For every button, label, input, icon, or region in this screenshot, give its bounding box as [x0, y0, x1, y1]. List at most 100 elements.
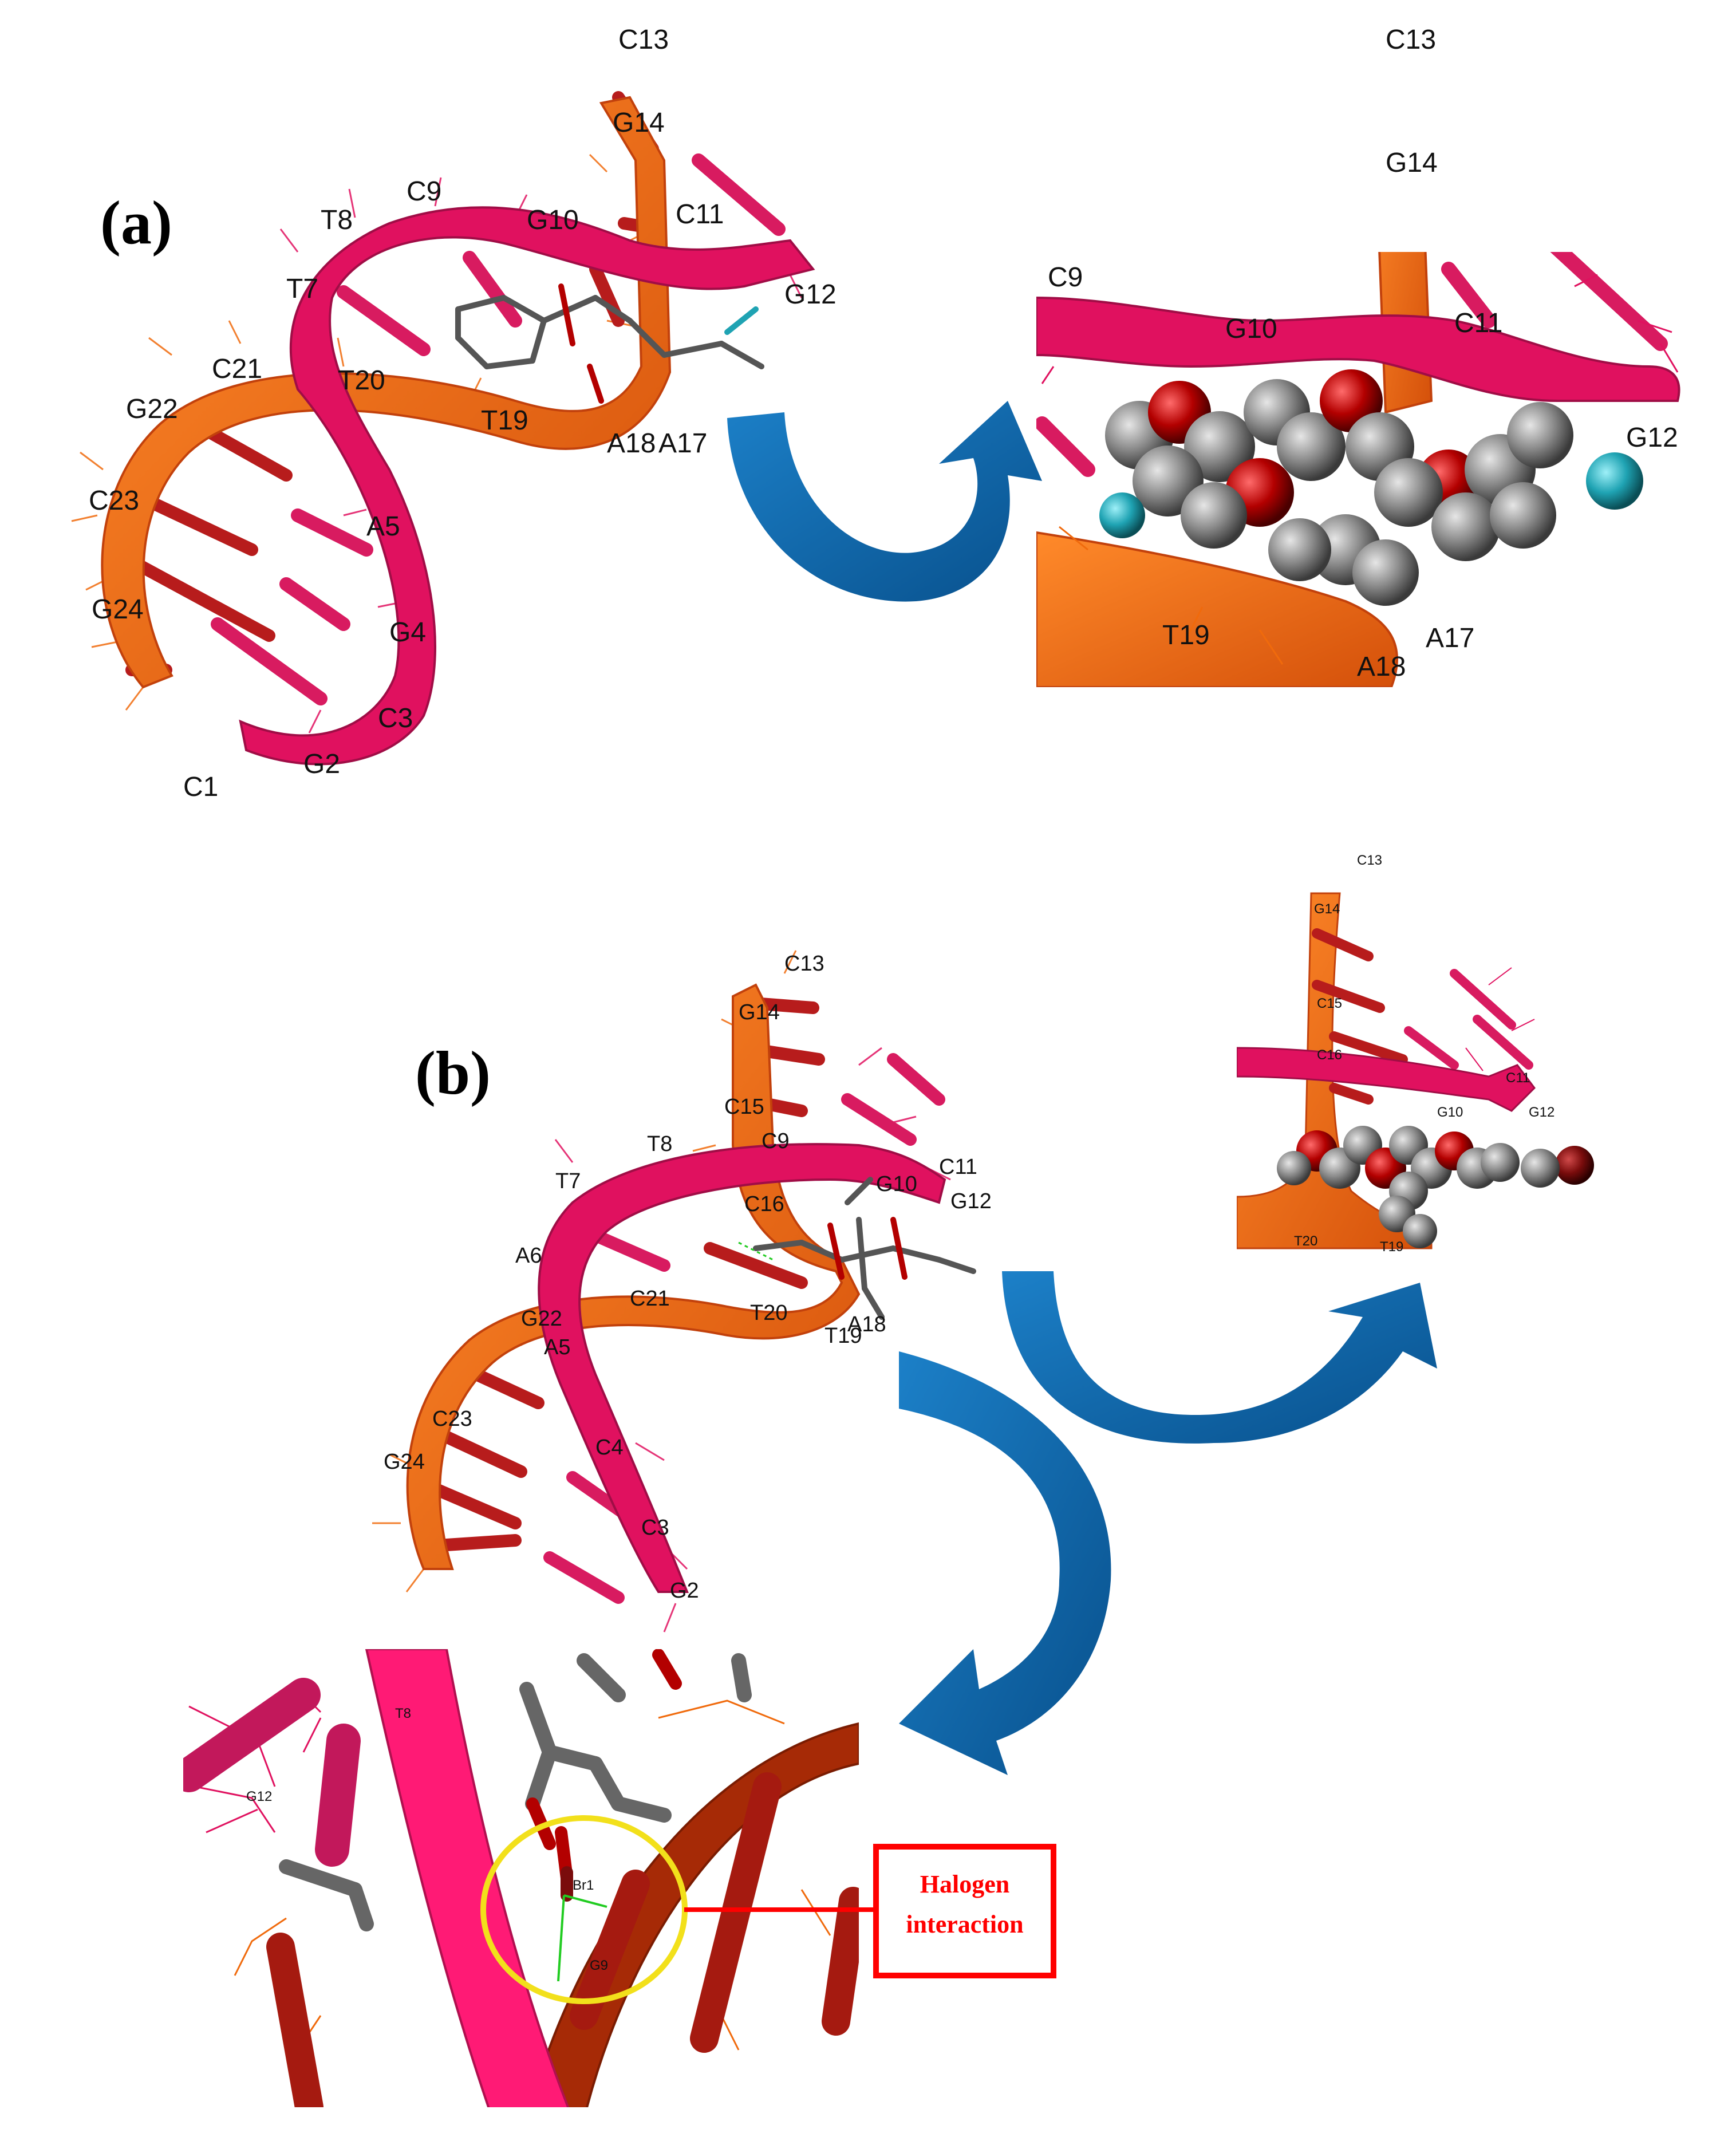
- zoom-c-orange-wires: [234, 1700, 831, 2051]
- panel-a-letter: (a): [100, 189, 172, 257]
- zoom-b-c16: C16: [1317, 1047, 1342, 1063]
- label-a-c21: C21: [212, 354, 262, 384]
- zoom-b-g10: G10: [1437, 1105, 1463, 1120]
- halogen-callout-line1: Halogen: [920, 1870, 1009, 1898]
- label-b-c3: C3: [641, 1516, 669, 1540]
- label-a-c23: C23: [89, 486, 139, 516]
- label-a-c3: C3: [378, 703, 413, 734]
- label-b-t19: T19: [824, 1324, 862, 1348]
- zoom-a-g14: G14: [1386, 148, 1438, 178]
- zoom-c-pink-strand: [365, 1649, 570, 2107]
- panel-a-dna-model: [71, 91, 815, 766]
- zoom-a-g10: G10: [1225, 314, 1277, 344]
- label-a-a18: A18: [607, 428, 656, 459]
- zoom-b-pink-strand: [1237, 1047, 1536, 1112]
- zoom-c-g12: G12: [246, 1789, 272, 1804]
- label-b-g22: G22: [521, 1307, 562, 1331]
- zoom-b-c15: C15: [1317, 996, 1342, 1011]
- label-a-a17: A17: [658, 428, 707, 459]
- label-a-a5: A5: [366, 511, 400, 542]
- zoom-c-ligand: [279, 1649, 752, 1982]
- label-b-t7: T7: [555, 1169, 581, 1193]
- panel-b-residue-labels: C13 G14 C15 T8 C9 C11 G10 G12 T7 C16 A6 …: [384, 952, 992, 1603]
- zoom-b-t20: T20: [1294, 1233, 1317, 1249]
- zoom-a-c9: C9: [1048, 262, 1083, 293]
- zoom-a-t19: T19: [1162, 620, 1210, 650]
- label-b-a18: A18: [847, 1312, 886, 1336]
- label-b-c11: C11: [939, 1155, 977, 1179]
- label-a-g14: G14: [613, 108, 665, 138]
- zoom-c-red-bases: [266, 1772, 859, 2107]
- zoom-a-g12: G12: [1626, 423, 1678, 453]
- zoom-a-c11: C11: [1454, 308, 1503, 338]
- zoom-c-interaction-lines: [557, 1894, 607, 1982]
- zoom-b-g14: G14: [1314, 901, 1340, 917]
- label-b-c15: C15: [724, 1095, 764, 1119]
- label-b-a5: A5: [544, 1335, 570, 1359]
- zoom-a-pink-wires: [1041, 274, 1679, 384]
- label-b-c16: C16: [744, 1192, 784, 1216]
- label-a-t19: T19: [481, 405, 528, 436]
- panel-b-halogen-zoom: [183, 1649, 859, 2107]
- panel-b-blue-arrow-down: [899, 1351, 1111, 1775]
- zoom-b-ligand-spheres: [1277, 1126, 1594, 1248]
- label-a-c9: C9: [407, 176, 441, 207]
- panel-a-residue-labels: C13 G14 C9 T8 G10 C11 G12 T7 C21 T20 G22…: [89, 25, 837, 802]
- label-a-g2: G2: [303, 749, 340, 779]
- label-a-t7: T7: [286, 274, 318, 304]
- label-b-g14: G14: [739, 1000, 780, 1024]
- panel-b-zoom-right: [1237, 892, 1594, 1249]
- zoom-b-c11: C11: [1506, 1070, 1530, 1086]
- label-b-g12: G12: [950, 1189, 992, 1213]
- zoom-b-bases: [1312, 928, 1408, 1105]
- label-b-c9: C9: [762, 1129, 790, 1153]
- zoom-a-a17: A17: [1426, 623, 1474, 653]
- zoom-a-orange-strand: [1036, 531, 1398, 687]
- panel-b-pink-wires: [554, 1047, 951, 1633]
- panel-b-zoom-labels: C13 G14 C15 C16 C11 G10 G12 T20 T19: [1294, 853, 1554, 1255]
- panel-b-orange-strand: [406, 983, 861, 1570]
- label-a-g22: G22: [126, 394, 178, 424]
- panel-a-pink-strand: [239, 206, 815, 766]
- panel-b-blue-arrow-right: [1002, 1271, 1437, 1444]
- panel-b-letter: (b): [415, 1039, 491, 1107]
- panel-a-zoom-labels: C13 G14 C9 G10 C11 G12 T19 A17 A18: [1048, 25, 1678, 682]
- label-a-g24: G24: [92, 594, 144, 625]
- zoom-c-orange-strand: [528, 1722, 859, 2107]
- zoom-a-a18: A18: [1357, 652, 1406, 682]
- label-a-t20: T20: [338, 365, 385, 396]
- zoom-c-g9: G9: [590, 1958, 608, 1973]
- label-a-g10: G10: [527, 205, 579, 235]
- halogen-callout-box: [873, 1844, 1056, 1978]
- label-a-c1: C1: [183, 772, 218, 802]
- zoom-a-pink-bases: [1036, 252, 1668, 477]
- label-b-t8: T8: [647, 1132, 672, 1156]
- panel-a-blue-arrow: [727, 401, 1042, 602]
- label-b-c4: C4: [595, 1436, 624, 1460]
- panel-b-dna-model: [372, 950, 976, 1633]
- label-b-a6: A6: [515, 1244, 542, 1268]
- zoom-b-g12: G12: [1529, 1105, 1554, 1120]
- label-a-g4: G4: [389, 617, 426, 648]
- zoom-c-t8: T8: [395, 1706, 411, 1721]
- zoom-a-orange-wires: [1059, 526, 1284, 665]
- halogen-callout-line2: interaction: [906, 1910, 1023, 1938]
- zoom-b-pink-bases: [1404, 969, 1533, 1070]
- zoom-b-c13: C13: [1357, 853, 1382, 868]
- panel-a-pink-bases: [211, 153, 786, 705]
- label-a-g12: G12: [784, 279, 837, 310]
- label-b-c13: C13: [784, 952, 824, 976]
- zoom-c-pink-bases: [183, 1678, 361, 1867]
- zoom-c-br1: Br1: [573, 1878, 594, 1893]
- label-a-c11: C11: [676, 199, 724, 230]
- zoom-a-c13: C13: [1386, 25, 1436, 55]
- label-b-g2: G2: [670, 1579, 699, 1603]
- zoom-a-ligand-spheres: [1099, 369, 1643, 606]
- panel-b-halogen-labels: T8 G12 Br1 G9: [246, 1706, 608, 1973]
- label-a-c13: C13: [618, 25, 669, 55]
- label-b-c21: C21: [630, 1287, 670, 1311]
- label-b-g10: G10: [876, 1172, 917, 1196]
- panel-b-ligand: [738, 1177, 976, 1320]
